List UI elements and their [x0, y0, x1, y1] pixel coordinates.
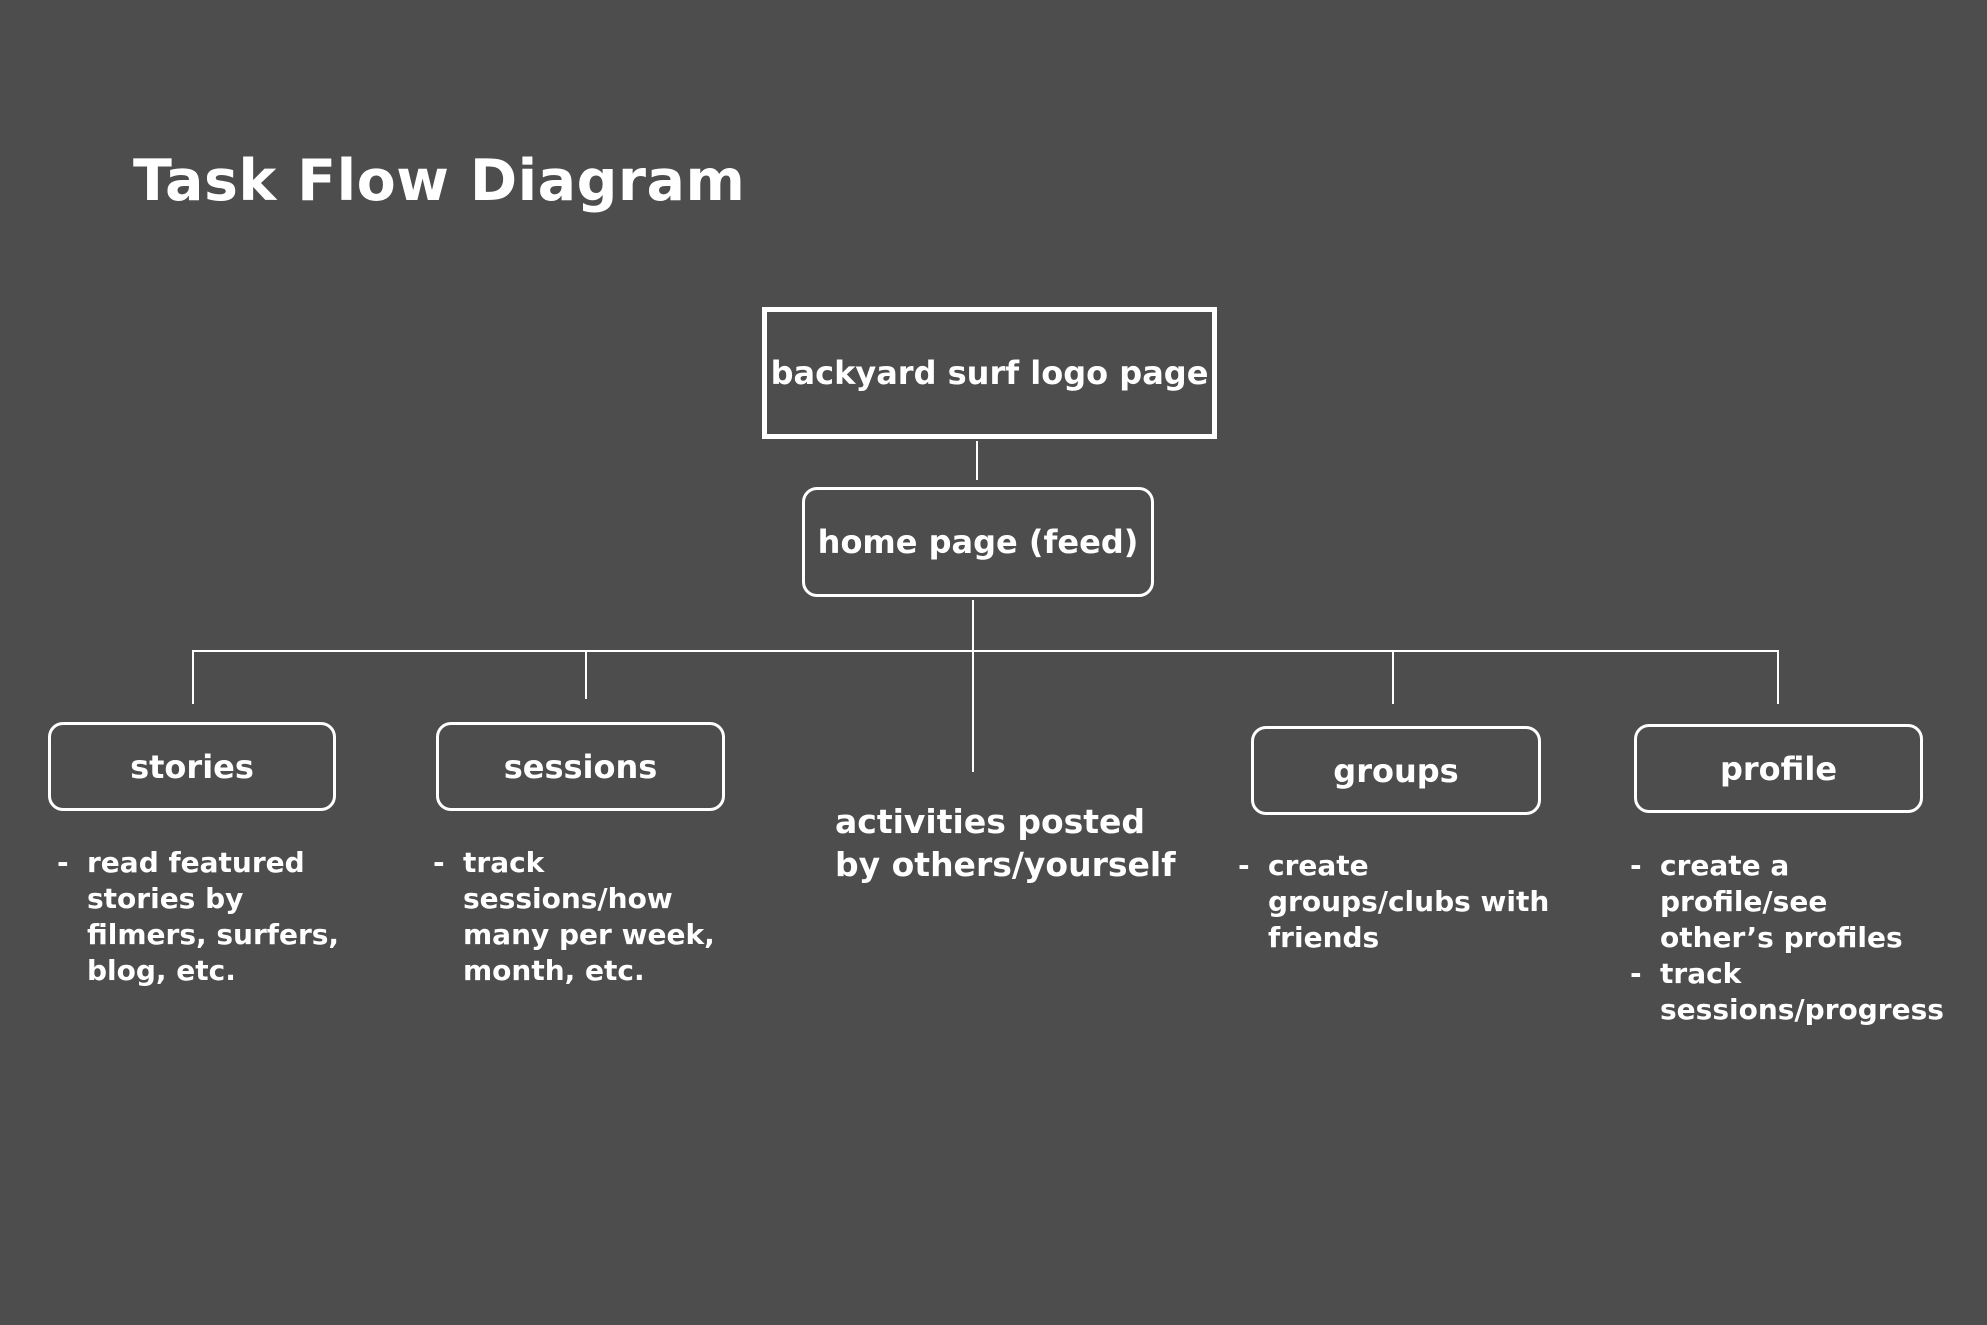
connector-bus-profile: [1777, 652, 1779, 704]
node-label: home page (feed): [817, 523, 1139, 561]
list-item: - track sessions/progress: [1630, 957, 1944, 1026]
connector-bus-stories: [192, 650, 194, 704]
connector-bus-sessions: [585, 650, 587, 699]
node-profile: profile: [1634, 724, 1923, 813]
branch-bus-line: [192, 650, 1779, 652]
list-item: - track sessions/how many per week, mont…: [433, 846, 715, 987]
node-groups: groups: [1251, 726, 1541, 815]
node-label: sessions: [503, 747, 658, 786]
node-sessions: sessions: [436, 722, 725, 811]
node-backyard-surf-logo-page: backyard surf logo page: [762, 307, 1217, 439]
connector-root-home: [976, 441, 978, 480]
node-label: groups: [1333, 751, 1459, 790]
list-item: - create a profile/see other’s profiles: [1630, 849, 1903, 954]
list-item: - create groups/clubs with friends: [1238, 849, 1550, 954]
connector-home-bus: [972, 600, 974, 772]
connector-bus-groups: [1392, 652, 1394, 704]
node-home-page: home page (feed): [802, 487, 1154, 597]
stories-notes: - read featured stories by filmers, surf…: [57, 845, 357, 989]
profile-notes: - create a profile/see other’s profiles …: [1630, 848, 1950, 1028]
groups-notes: - create groups/clubs with friends: [1238, 848, 1558, 956]
node-label: stories: [130, 747, 254, 786]
node-stories: stories: [48, 722, 336, 811]
page-title: Task Flow Diagram: [133, 148, 746, 214]
activities-note: activities posted by others/yourself: [835, 802, 1176, 884]
node-label: backyard surf logo page: [770, 354, 1209, 392]
sessions-notes: - track sessions/how many per week, mont…: [433, 845, 743, 989]
list-item: - read featured stories by filmers, surf…: [57, 846, 340, 987]
node-label: profile: [1719, 749, 1838, 788]
